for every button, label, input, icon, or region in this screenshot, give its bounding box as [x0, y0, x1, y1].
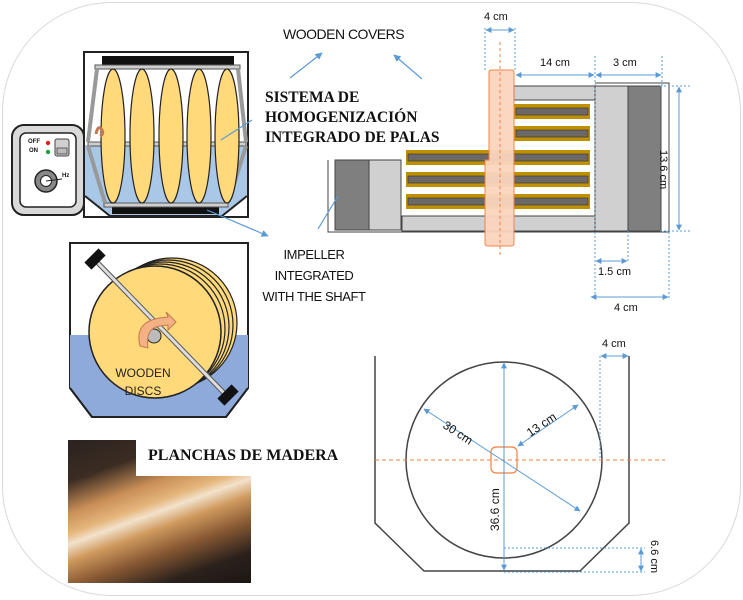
- wooden-covers-label: WOODEN COVERS: [283, 26, 405, 42]
- dim-wall-gap: 4 cm: [602, 338, 626, 350]
- right-cover-light: [594, 85, 629, 232]
- leader-impeller-right: [317, 195, 339, 230]
- impeller-line-3: WITH THE SHAFT: [262, 289, 366, 304]
- side-view-dimensions: [484, 27, 692, 300]
- front-view-section: [374, 356, 665, 572]
- tank-disc: [100, 68, 126, 204]
- right-cover-dark: [627, 85, 662, 232]
- off-led: [45, 140, 51, 146]
- dim-height: 13.6 cm: [657, 150, 669, 190]
- tank-outline: [374, 356, 630, 572]
- dim-cover-thickness: 3 cm: [613, 57, 637, 69]
- sistema-homogenizacion-label: SISTEMA DE HOMOGENIZACIÓN INTEGRADO DE P…: [265, 88, 440, 148]
- dim-gap: 1.5 cm: [598, 266, 632, 278]
- control-panel: [11, 124, 85, 216]
- bottom-cover-bar: [112, 207, 219, 214]
- wooden-discs-line-2: DISCS: [124, 384, 162, 398]
- dim-bottom-clearance: 6.6 cm: [648, 540, 660, 574]
- impeller-label: IMPELLER INTEGRATED WITH THE SHAFT: [254, 244, 374, 307]
- tank-disc: [129, 68, 155, 204]
- disc-core: [515, 129, 589, 138]
- disc-core: [515, 107, 589, 116]
- impeller-line-2: INTEGRATED: [274, 268, 354, 283]
- hz-label: Hz: [62, 173, 70, 179]
- dim-disc-stack-length: 14 cm: [540, 57, 570, 69]
- arrow-covers-left: [289, 52, 323, 79]
- tank-disc: [158, 68, 184, 204]
- on-led: [45, 149, 51, 155]
- leader-impeller-left: [206, 209, 269, 237]
- off-label: OFF: [28, 139, 40, 145]
- rotation-arrow-icon: [138, 311, 177, 349]
- photo-label-background: [136, 440, 366, 476]
- tank-front-illustration: [83, 51, 249, 218]
- wooden-discs-label: WOODEN DISCS: [111, 364, 175, 400]
- hook-icon: [94, 126, 105, 138]
- dim-shaft-width: 4 cm: [484, 11, 508, 23]
- on-label: ON: [29, 148, 38, 154]
- disc-rotation-illustration: [69, 242, 249, 418]
- side-view-section: [317, 42, 670, 258]
- leader-paddles: [220, 119, 253, 141]
- impeller-line-1: IMPELLER: [283, 247, 345, 262]
- left-cover-light: [368, 159, 402, 231]
- sistema-line-2: HOMOGENIZACIÓN: [265, 109, 418, 126]
- dim-total-height: 36.6 cm: [488, 488, 502, 531]
- sistema-line-1: SISTEMA DE: [265, 89, 360, 106]
- wooden-discs-line-1: WOODEN: [115, 366, 171, 380]
- sistema-line-3: INTEGRADO DE PALAS: [265, 129, 440, 146]
- front-view-dimensions: [423, 353, 645, 573]
- dim-wall-offset: 4 cm: [614, 302, 638, 314]
- top-cover-bar: [102, 56, 234, 65]
- planchas-de-madera-label: PLANCHAS DE MADERA: [148, 447, 339, 464]
- arrow-covers-right: [393, 54, 423, 80]
- left-cover-dark: [334, 159, 370, 231]
- tank-disc: [186, 68, 212, 204]
